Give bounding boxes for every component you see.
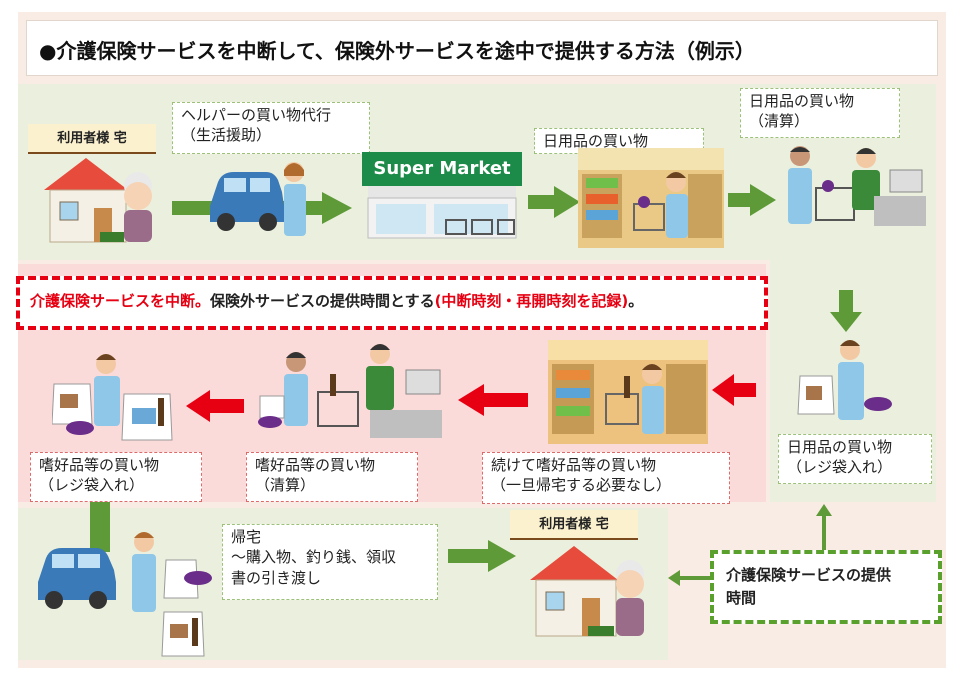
red-arrow-2 xyxy=(458,384,528,416)
label-return-home: 帰宅 ～購入物、釣り銭、領収 書の引き渡し xyxy=(222,524,438,600)
red-arrow-3 xyxy=(186,390,244,422)
label-luxury-checkout-line1: 嗜好品等の買い物 xyxy=(255,456,376,474)
flow-arrow-3 xyxy=(728,184,776,216)
label-luxury-bag-line2: （レジ袋入れ） xyxy=(39,476,145,495)
label-luxury-checkout: 嗜好品等の買い物 （清算） xyxy=(246,452,418,502)
interrupt-notice: 介護保険サービスを中断。保険外サービスの提供時間とする(中断時刻・再開時刻を記録… xyxy=(16,276,768,330)
daily-shopping-illustration xyxy=(578,148,724,248)
daily-checkout-illustration xyxy=(788,146,926,226)
flow-arrow-up-right xyxy=(816,504,832,554)
page-title: ●介護保険サービスを中断して、保険外サービスを途中で提供する方法（例示） xyxy=(39,39,755,63)
interrupt-notice-part2: 保険外サービスの提供時間とする xyxy=(210,292,435,310)
label-luxury-bag: 嗜好品等の買い物 （レジ袋入れ） xyxy=(30,452,202,502)
label-daily-checkout: 日用品の買い物 （清算） xyxy=(740,88,900,138)
supermarket-illustration xyxy=(367,186,517,239)
label-luxury-continue: 続けて嗜好品等の買い物 （一旦帰宅する必要なし） xyxy=(482,452,730,504)
interrupt-notice-part3: (中断時刻・再開時刻を記録) xyxy=(434,292,629,310)
red-arrow-1 xyxy=(712,374,756,406)
interrupt-notice-part4: 。 xyxy=(628,292,644,310)
flow-arrow-left-small xyxy=(668,570,712,586)
label-daily-bag: 日用品の買い物 （レジ袋入れ） xyxy=(778,434,932,484)
home-illustration-bottom xyxy=(530,546,644,637)
supermarket-sign: Super Market xyxy=(362,152,522,186)
label-return-line2: ～購入物、釣り銭、領収 xyxy=(231,548,397,567)
label-daily-bag-line2: （レジ袋入れ） xyxy=(787,458,893,477)
insurance-time-line1: 介護保険サービスの提供 xyxy=(726,566,892,584)
label-helper-line2: （生活援助） xyxy=(181,126,272,145)
label-daily-bag-line1: 日用品の買い物 xyxy=(787,438,893,456)
label-daily-checkout-line1: 日用品の買い物 xyxy=(749,92,855,110)
home-illustration-top xyxy=(44,158,152,243)
home-label-bottom: 利用者様 宅 xyxy=(510,510,638,540)
daily-bag-illustration xyxy=(797,340,892,420)
label-luxury-continue-line2: （一旦帰宅する必要なし） xyxy=(491,476,672,495)
flow-arrow-4 xyxy=(448,540,516,572)
title-bar: ●介護保険サービスを中断して、保険外サービスを途中で提供する方法（例示） xyxy=(26,20,938,76)
label-luxury-bag-line1: 嗜好品等の買い物 xyxy=(39,456,160,474)
car-helper-illustration xyxy=(210,162,306,236)
interrupt-notice-part1: 介護保険サービスを中断。 xyxy=(30,292,211,310)
label-return-line3: 書の引き渡し xyxy=(231,568,322,587)
label-helper-shopping: ヘルパーの買い物代行 （生活援助） xyxy=(172,102,370,154)
luxury-bag-illustration xyxy=(52,354,173,441)
flow-arrow-down xyxy=(830,290,862,332)
label-helper-line1: ヘルパーの買い物代行 xyxy=(181,106,332,124)
flow-arrow-2 xyxy=(528,186,580,218)
insurance-time-line2: 時間 xyxy=(726,588,757,607)
label-daily-checkout-line2: （清算） xyxy=(749,112,810,131)
home-label-top: 利用者様 宅 xyxy=(28,124,156,154)
label-luxury-checkout-line2: （清算） xyxy=(255,476,316,495)
label-return-line1: 帰宅 xyxy=(231,528,262,546)
luxury-checkout-illustration xyxy=(258,344,442,438)
flow-arrow-down-left xyxy=(90,502,110,552)
label-luxury-continue-line1: 続けて嗜好品等の買い物 xyxy=(491,456,657,474)
car-return-illustration xyxy=(38,532,212,657)
luxury-shopping-illustration xyxy=(548,340,708,444)
insurance-service-time-box: 介護保険サービスの提供 時間 xyxy=(710,550,942,624)
